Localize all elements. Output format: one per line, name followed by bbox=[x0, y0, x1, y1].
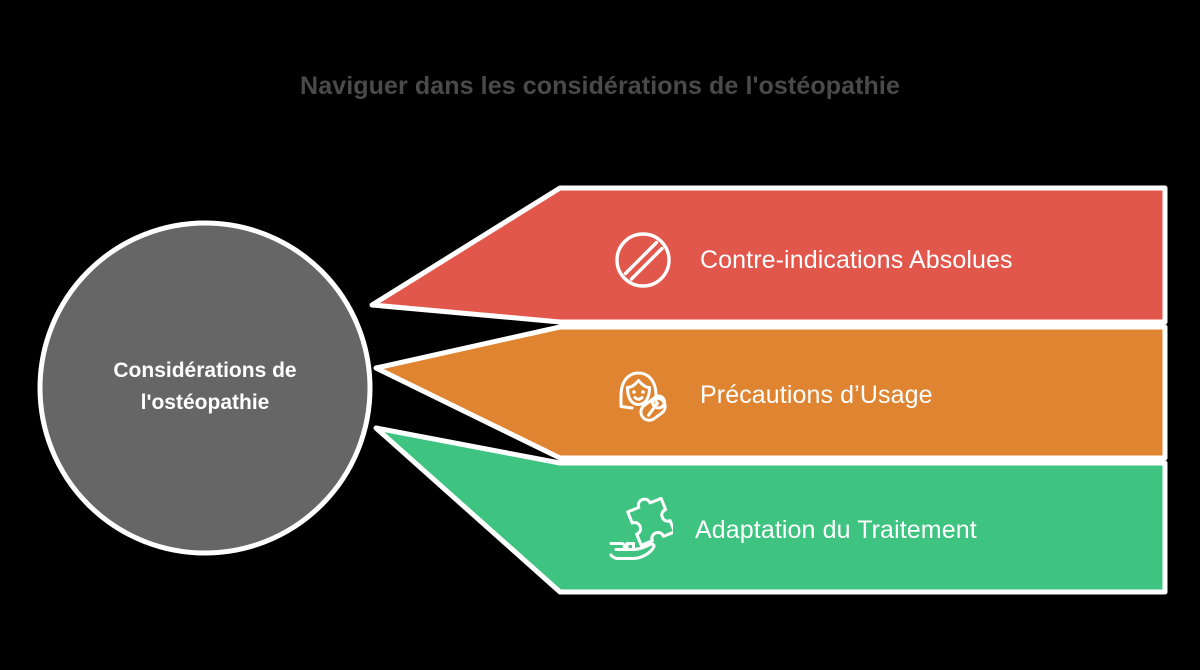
hub-circle[interactable] bbox=[37, 220, 373, 556]
branch-row-2[interactable]: Adaptation du Traitement bbox=[603, 495, 977, 565]
branch-label-0: Contre-indications Absolues bbox=[700, 245, 1013, 274]
branch-row-1[interactable]: Précautions d’Usage bbox=[608, 360, 933, 430]
branch-shape-2[interactable] bbox=[373, 425, 1168, 595]
patient-medication-icon bbox=[608, 360, 678, 430]
branch-shape-1[interactable] bbox=[373, 324, 1168, 461]
prohibited-sign-icon bbox=[608, 225, 678, 295]
branch-label-2: Adaptation du Traitement bbox=[695, 515, 977, 544]
branch-shape-0[interactable] bbox=[369, 185, 1168, 325]
branch-label-1: Précautions d’Usage bbox=[700, 380, 933, 409]
branch-row-0[interactable]: Contre-indications Absolues bbox=[608, 225, 1013, 295]
hand-puzzle-piece-icon bbox=[603, 495, 673, 565]
page-title: Naviguer dans les considérations de l'os… bbox=[300, 72, 900, 100]
